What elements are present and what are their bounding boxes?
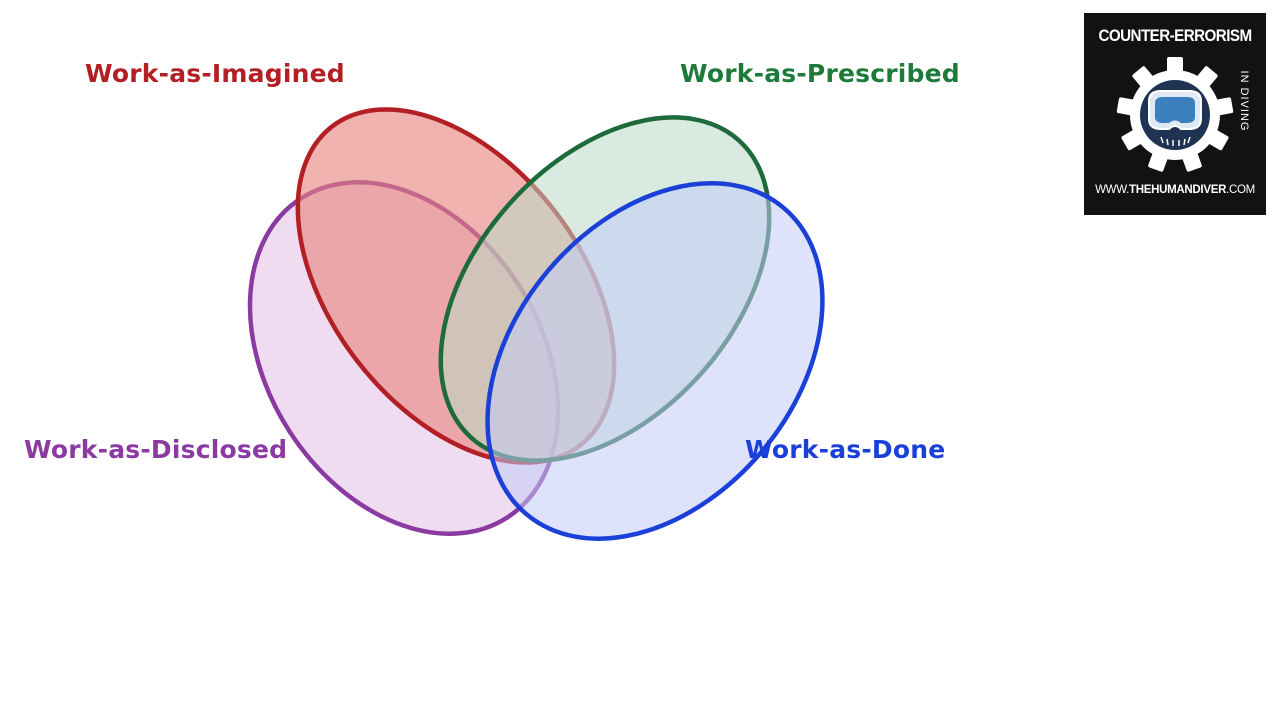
gear-dive-mask-icon: [1116, 57, 1234, 172]
logo-url-brand: THEHUMANDIVER: [1129, 184, 1227, 196]
logo-url: WWW.THEHUMANDIVER.COM: [1084, 184, 1266, 196]
ellipse-work-as-done: [485, 181, 825, 541]
counter-errorism-logo: COUNTER-ERRORISM IN DIVING: [1084, 13, 1266, 215]
label-work-as-imagined: Work-as-Imagined: [85, 59, 345, 88]
label-work-as-prescribed: Work-as-Prescribed: [680, 59, 960, 88]
label-work-as-disclosed: Work-as-Disclosed: [24, 435, 288, 464]
logo-side-text: IN DIVING: [1238, 70, 1250, 132]
label-work-as-done: Work-as-Done: [745, 435, 946, 464]
logo-title: COUNTER-ERRORISM: [1098, 27, 1252, 45]
logo-url-suffix: .COM: [1226, 184, 1255, 196]
logo-url-prefix: WWW.: [1095, 184, 1130, 196]
